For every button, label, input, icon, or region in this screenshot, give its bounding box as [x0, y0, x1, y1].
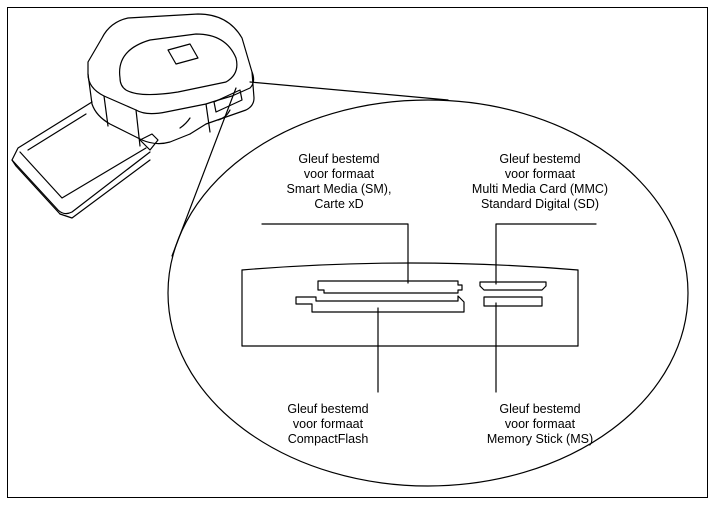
- printer-illustration: [11, 13, 255, 219]
- zoom-line-top: [249, 81, 449, 101]
- label-mmc-sd: Gleuf bestemd voor formaat Multi Media C…: [471, 152, 609, 211]
- figure-frame: [7, 7, 708, 498]
- card-reader-panel: [241, 262, 579, 347]
- label-memory-stick: Gleuf bestemd voor formaat Memory Stick …: [486, 402, 594, 446]
- leader-mmc-sd: [495, 223, 597, 285]
- label-compactflash: Gleuf bestemd voor formaat CompactFlash: [287, 402, 369, 446]
- slot-mmc-sd: [479, 281, 547, 291]
- label-smart-media: Gleuf bestemd voor formaat Smart Media (…: [286, 152, 392, 211]
- zoom-ellipse: [167, 99, 689, 487]
- leader-smart-media: [261, 223, 409, 284]
- slot-compactflash: [295, 295, 465, 313]
- slot-smart-media: [317, 280, 463, 294]
- slot-memory-stick: [483, 296, 543, 307]
